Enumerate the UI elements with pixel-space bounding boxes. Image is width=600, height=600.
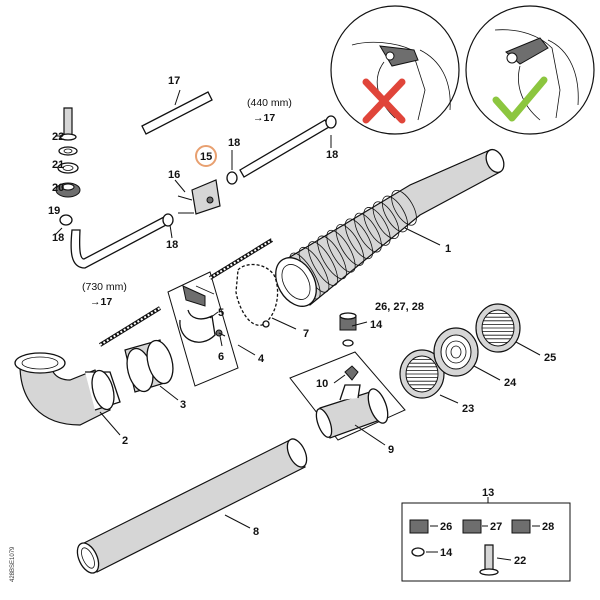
callout-27-kit: 27 [490, 521, 502, 533]
part-17-hose-pieces [70, 91, 330, 269]
callout-28-kit: 28 [542, 521, 554, 533]
part-1-flex-hose [275, 148, 505, 307]
part-spring-rod-upper [208, 238, 274, 280]
part-9-fitting-box [289, 351, 406, 441]
correct-installation-inset [465, 5, 595, 135]
callout-26-27-28: 26, 27, 28 [375, 301, 424, 313]
callout-1: 1 [445, 243, 451, 255]
part-8-tube [76, 438, 308, 574]
callout-22-kit: 22 [514, 555, 526, 567]
callout-18-c: 18 [166, 239, 178, 251]
callout-21: 21 [52, 159, 64, 171]
callout-17-ref-440: →17 [253, 112, 275, 124]
hose-corrugation [335, 224, 365, 266]
callout-20: 20 [52, 182, 64, 194]
callout-labels: 1 2 3 4 5 6 7 8 9 10 13 14 14 15 16 17 →… [10, 75, 556, 582]
callout-26-kit: 26 [440, 521, 452, 533]
callout-17: 17 [168, 75, 180, 87]
part-3-adapter [124, 339, 174, 393]
callout-2: 2 [122, 435, 128, 447]
part-20-nut [57, 162, 79, 174]
part-21-washer [58, 146, 78, 156]
callout-15: 15 [200, 151, 212, 163]
callout-8: 8 [253, 526, 259, 538]
callout-13: 13 [482, 487, 494, 499]
part-4-clamp-box [167, 271, 239, 387]
part-23-grille [399, 349, 445, 399]
hose-corrugation [381, 195, 409, 233]
part-24-grille [433, 327, 479, 377]
callout-24: 24 [504, 377, 517, 389]
callout-16: 16 [168, 169, 180, 181]
callout-4: 4 [258, 353, 265, 365]
hose-corrugation [372, 201, 400, 239]
part-13-kit-box [401, 502, 571, 582]
incorrect-installation-inset [330, 5, 460, 135]
leader-lines [54, 89, 541, 561]
hose-corrugation [317, 235, 347, 280]
callout-14: 14 [370, 319, 383, 331]
callout-6: 6 [218, 351, 224, 363]
hose-corrugation [307, 241, 339, 286]
part-26-27-28-knob [339, 312, 357, 347]
part-18-caps [59, 115, 337, 227]
hose-corrugation [326, 229, 356, 273]
part-15-valve [177, 179, 221, 215]
callout-3: 3 [180, 399, 186, 411]
callout-22: 22 [52, 131, 64, 143]
callout-17-ref-730: →17 [90, 296, 112, 308]
callout-7: 7 [303, 328, 309, 340]
callout-5: 5 [218, 307, 224, 319]
callout-10: 10 [316, 378, 328, 390]
callout-18-b: 18 [326, 149, 338, 161]
check-mark-icon [492, 76, 548, 122]
document-id: 428BSE1079 [10, 546, 16, 582]
callout-14-kit: 14 [440, 547, 453, 559]
part-19-grommet [55, 182, 81, 198]
callout-19: 19 [48, 205, 60, 217]
callout-23: 23 [462, 403, 474, 415]
part-25-grille [475, 303, 521, 353]
callout-18-a: 18 [228, 137, 240, 149]
hose-corrugation [391, 190, 417, 226]
length-note-440: (440 mm) [247, 97, 292, 109]
part-5-spring-rod [98, 306, 162, 347]
callout-25: 25 [544, 352, 556, 364]
hose-corrugation [363, 207, 391, 246]
callout-18-d: 18 [52, 232, 64, 244]
callout-9: 9 [388, 444, 394, 456]
highlight-ring [195, 145, 217, 167]
cross-mark-icon [362, 78, 406, 124]
length-note-730: (730 mm) [82, 281, 127, 293]
part-22-screw [59, 107, 77, 141]
hose-corrugation [344, 218, 374, 260]
part-2-elbow [14, 352, 121, 426]
hose-corrugation [354, 212, 382, 253]
part-7-gasket [235, 263, 279, 328]
